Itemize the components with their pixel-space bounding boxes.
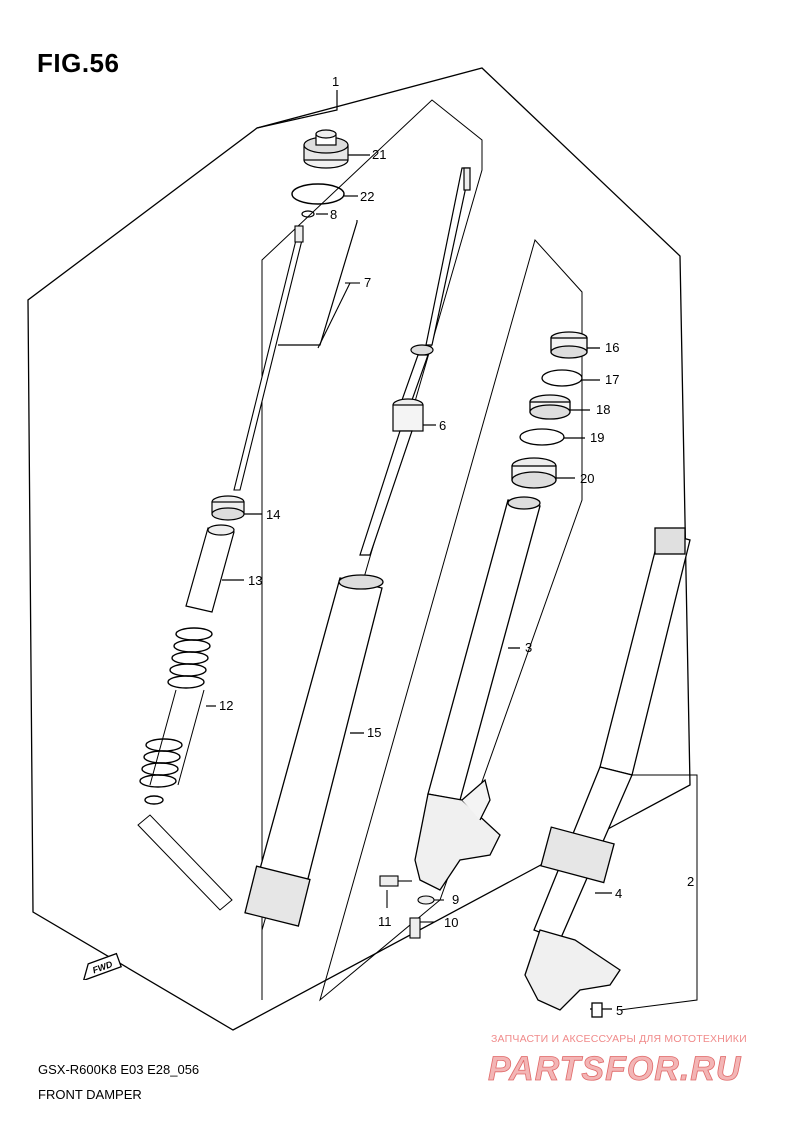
- callout-1: 1: [332, 74, 339, 89]
- stopper-ring-19: [519, 428, 565, 446]
- inner-frame-seals: [319, 238, 583, 1002]
- assembly-frame-c1-leader: [256, 90, 338, 129]
- seal-stack-parts: [511, 331, 600, 489]
- callout-4: 4: [615, 886, 622, 901]
- callout-22: 22: [360, 189, 374, 204]
- part-name: FRONT DAMPER: [38, 1087, 142, 1102]
- callout-21: 21: [372, 147, 386, 162]
- callout-18: 18: [596, 402, 610, 417]
- damper-rod-part: [233, 225, 360, 491]
- callout-12: 12: [219, 698, 233, 713]
- model-code: GSX-R600K8 E03 E28_056: [38, 1062, 200, 1077]
- callout-13: 13: [248, 573, 262, 588]
- fork-spring-part: [139, 627, 216, 805]
- rebound-bushing-part: [211, 495, 262, 521]
- watermark-logo-text: PARTSFOR.RU: [488, 1050, 742, 1086]
- forward-arrow-icon: FWD: [82, 952, 122, 980]
- washer-part: [278, 210, 358, 346]
- callout-15: 15: [367, 725, 381, 740]
- callout-17: 17: [605, 372, 619, 387]
- callout-2: 2: [687, 874, 694, 889]
- inner-tube-part: [414, 496, 541, 891]
- callout-9: 9: [452, 892, 459, 907]
- assembled-fork-part: [524, 527, 691, 1018]
- washer-17: [541, 369, 583, 387]
- callout-10: 10: [444, 915, 458, 930]
- watermark-logo: PARTSFOR.RU: [488, 1050, 742, 1086]
- figure-title: FIG.56: [37, 48, 120, 78]
- callout-7: 7: [364, 275, 371, 290]
- callout-5: 5: [616, 1003, 623, 1018]
- inner-frame-left: [137, 814, 233, 911]
- o-ring-part: [291, 183, 358, 205]
- callout-19: 19: [590, 430, 604, 445]
- callout-8: 8: [330, 207, 337, 222]
- watermark-tagline: ЗАПЧАСТИ И АКСЕССУАРЫ ДЛЯ МОТОТЕХНИКИ: [491, 1033, 747, 1045]
- callout-6: 6: [439, 418, 446, 433]
- callout-20: 20: [580, 471, 594, 486]
- callout-3: 3: [525, 640, 532, 655]
- callout-14: 14: [266, 507, 280, 522]
- outer-tube-part: [244, 574, 384, 927]
- callout-11: 11: [378, 914, 392, 929]
- damper-cartridge-part: [359, 167, 471, 556]
- assembly-frame-outer: [27, 67, 691, 1031]
- inner-frame-cartridge: [261, 99, 483, 1000]
- spacer-tube-part: [185, 524, 244, 613]
- small-bolts-parts: [379, 875, 444, 939]
- assembly-frame-c2-leader: [619, 774, 698, 1011]
- callout-16: 16: [605, 340, 619, 355]
- cap-bolt-part: [303, 129, 370, 169]
